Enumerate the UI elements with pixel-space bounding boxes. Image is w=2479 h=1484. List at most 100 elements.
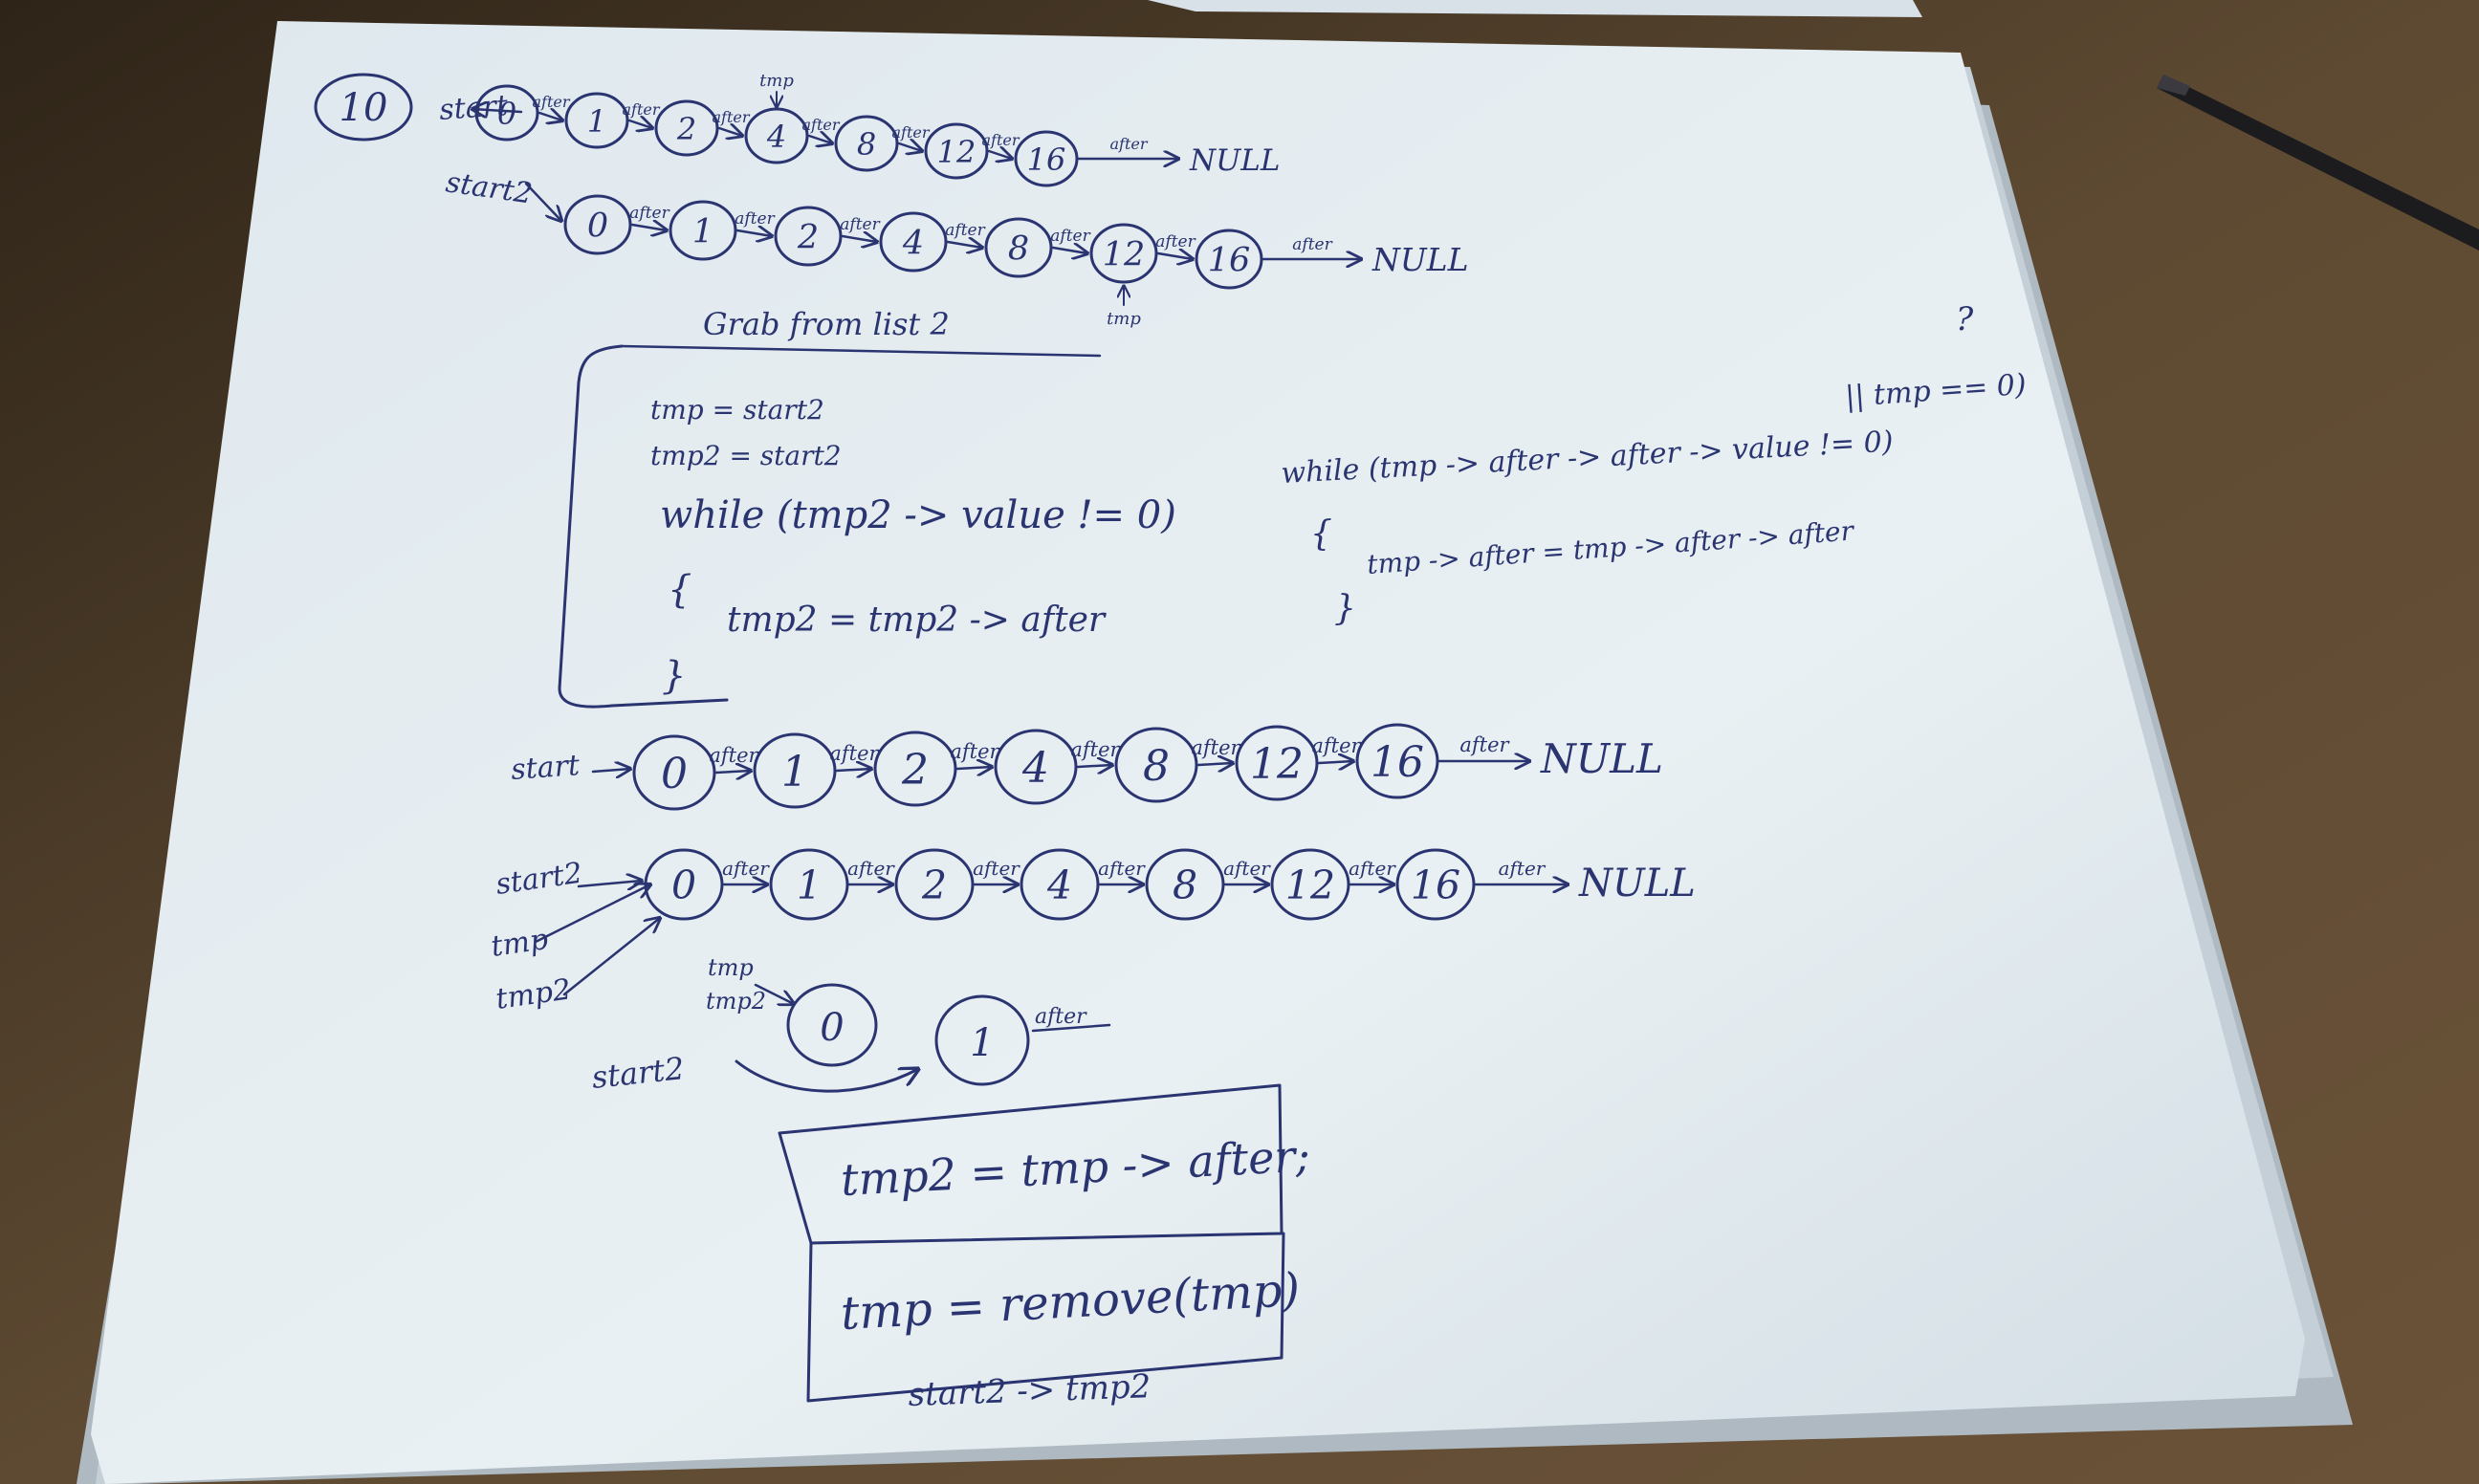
- small-node-1: 1: [934, 994, 1030, 1086]
- list-link-arrow: [841, 236, 877, 242]
- list-pointer-label: tmp: [1107, 309, 1141, 329]
- list-node: 4: [1020, 848, 1100, 921]
- list-node-value: 8: [857, 126, 876, 163]
- list-node-circle: [1395, 848, 1476, 921]
- list-link-arrow: [537, 113, 562, 120]
- head-arrow: [524, 182, 561, 221]
- list-link-label: after: [1191, 736, 1241, 759]
- list-link-arrow: [955, 767, 992, 769]
- list-node: 4: [879, 211, 948, 273]
- pointer-label-tmp: tmp: [489, 923, 550, 964]
- list-link-arrow: [627, 120, 652, 128]
- side-code-question: ?: [1956, 300, 1974, 338]
- problem-number: 10: [314, 73, 413, 142]
- list-node-value: 16: [1027, 142, 1066, 178]
- list-link-arrow: [1051, 248, 1087, 253]
- list-node: 0: [644, 848, 724, 921]
- list-link-label: after: [735, 209, 775, 229]
- list-node: 12: [1270, 848, 1350, 921]
- list-node: 4: [994, 729, 1078, 805]
- list-node: 1: [564, 92, 629, 149]
- list-node: 12: [924, 122, 989, 180]
- list-node: 16: [1355, 723, 1439, 799]
- list-node-value: 1: [587, 103, 606, 140]
- list-link-label: after: [1050, 227, 1090, 246]
- list-link-arrow: [1156, 253, 1193, 259]
- list-link-arrow: [946, 242, 982, 248]
- list-node-value: 16: [1371, 738, 1424, 787]
- list-node-value: 12: [1285, 862, 1335, 908]
- list-node: 2: [873, 731, 957, 807]
- list-node-circle: [774, 206, 843, 267]
- list-node-circle: [1145, 848, 1225, 921]
- small-node-0: 0: [786, 983, 878, 1067]
- list-node-value: 4: [766, 119, 786, 155]
- list-head-label: start: [510, 749, 581, 787]
- code-box: Grab from list 2 tmp = start2 tmp2 = sta…: [558, 306, 1176, 709]
- small-diagram-link-label: after: [1035, 1005, 1087, 1029]
- list-node-circle: [1089, 223, 1158, 284]
- paper-sheet: [91, 21, 2305, 1484]
- list-node-value: 8: [1173, 862, 1197, 908]
- code-line-5: tmp2 = tmp2 -> after: [727, 600, 1107, 640]
- list-node: 0: [563, 194, 632, 255]
- list-node: 12: [1235, 725, 1319, 801]
- list-node: 0: [632, 734, 716, 811]
- list-node-circle: [654, 99, 719, 157]
- list-link-label: after: [950, 740, 1000, 763]
- list-node: 2: [894, 848, 975, 921]
- paper-sheet-top-strip: [1148, 0, 1922, 17]
- head-arrow: [577, 881, 642, 886]
- list-node: 8: [984, 217, 1053, 278]
- code-line-1: tmp = start2: [650, 394, 824, 426]
- list-node-circle: [632, 734, 716, 811]
- list-node-value: 1: [692, 213, 713, 251]
- list-node: 16: [1395, 848, 1476, 921]
- small-node-0-text: 0: [820, 1006, 844, 1050]
- list-node-value: 2: [676, 111, 696, 147]
- list-node-value: 0: [661, 750, 688, 798]
- small-diagram-pointer-tmp2: tmp2: [706, 988, 766, 1015]
- list-node: 12: [1089, 223, 1158, 284]
- list-pointer-label: tmp: [759, 71, 794, 91]
- side-code-line-2: {: [1310, 514, 1332, 554]
- list-node-circle: [984, 217, 1053, 278]
- list-link-label: after: [629, 204, 669, 223]
- list-node-value: 2: [901, 746, 929, 795]
- list-node: 4: [744, 107, 809, 164]
- list-node-value: 0: [671, 862, 696, 908]
- list-node: 0: [474, 84, 539, 142]
- list-link-arrow: [1196, 763, 1233, 765]
- list-link-arrow: [987, 151, 1012, 159]
- bottom-box-footer: start2 -> tmp2: [908, 1367, 1152, 1414]
- code-line-2: tmp2 = start2: [650, 440, 842, 471]
- list-node-circle: [1270, 848, 1350, 921]
- list-node-value: 8: [1008, 230, 1029, 269]
- list-node-circle: [669, 200, 737, 261]
- head-arrow: [472, 109, 523, 112]
- list-node-circle: [769, 848, 849, 921]
- list-node-circle: [644, 848, 724, 921]
- list-node: 8: [1114, 727, 1198, 803]
- list-node-value: 4: [1046, 862, 1072, 908]
- pen: [2157, 75, 2479, 251]
- list-link-label: after: [891, 123, 930, 142]
- list-node-circle: [753, 732, 837, 809]
- list-node-circle: [1235, 725, 1319, 801]
- list-tail-null: NULL: [1371, 241, 1469, 278]
- list-node-value: 12: [937, 134, 976, 170]
- list-node: 8: [1145, 848, 1225, 921]
- small-diagram-pointer-tmp: tmp: [708, 954, 754, 981]
- list-node-value: 16: [1208, 242, 1251, 280]
- list-node-circle: [1114, 727, 1198, 803]
- list-link-arrow: [717, 128, 742, 136]
- list-node: 8: [834, 115, 899, 172]
- list-link-label: after: [1349, 857, 1396, 880]
- list-node-value: 2: [797, 219, 819, 257]
- list-link-arrow: [1076, 765, 1112, 767]
- list-node-value: 4: [902, 225, 924, 263]
- list-link-label: after: [840, 215, 880, 234]
